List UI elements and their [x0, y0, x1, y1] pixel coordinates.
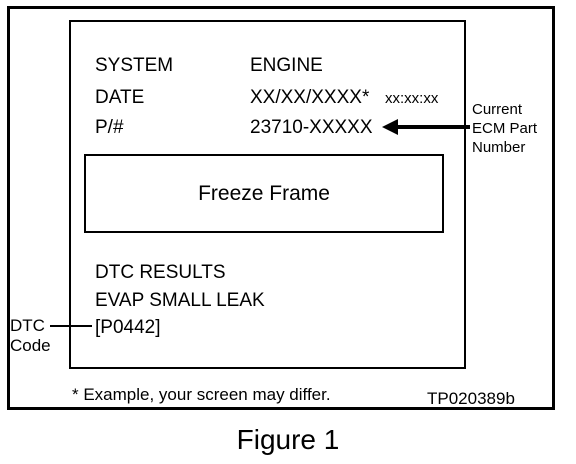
freeze-frame-box: Freeze Frame	[84, 154, 444, 233]
date-value: XX/XX/XXXX*	[250, 87, 370, 108]
figure-frame	[7, 6, 555, 410]
part-number-value: 23710-XXXXX	[250, 117, 373, 138]
dtc-code-callout: DTC Code	[10, 316, 51, 357]
ecm-callout-line-2: ECM Part	[472, 119, 538, 137]
reference-id: TP020389b	[427, 389, 515, 408]
ecm-callout-line-1: Current	[472, 101, 523, 118]
dtc-callout-line-2: Code	[10, 336, 51, 356]
figure-caption: Figure 1	[236, 424, 340, 455]
system-label: SYSTEM	[95, 55, 174, 76]
dtc-results-heading: DTC RESULTS	[95, 262, 226, 283]
dtc-description: EVAP SMALL LEAK	[95, 290, 265, 311]
dtc-callout-line-1: DTC	[10, 316, 45, 335]
dtc-code: [P0442]	[95, 317, 161, 338]
example-footnote: * Example, your screen may differ.	[72, 385, 331, 404]
scan-tool-screen	[69, 20, 466, 369]
ecm-part-number-callout: Current ECM Part Number	[472, 101, 537, 157]
date-label: DATE	[95, 87, 145, 108]
time-value: xx:xx:xx	[385, 90, 439, 107]
freeze-frame-label: Freeze Frame	[198, 181, 330, 205]
system-value: ENGINE	[250, 55, 323, 76]
part-number-label: P/#	[95, 117, 124, 138]
ecm-callout-line-3: Number	[472, 138, 526, 156]
